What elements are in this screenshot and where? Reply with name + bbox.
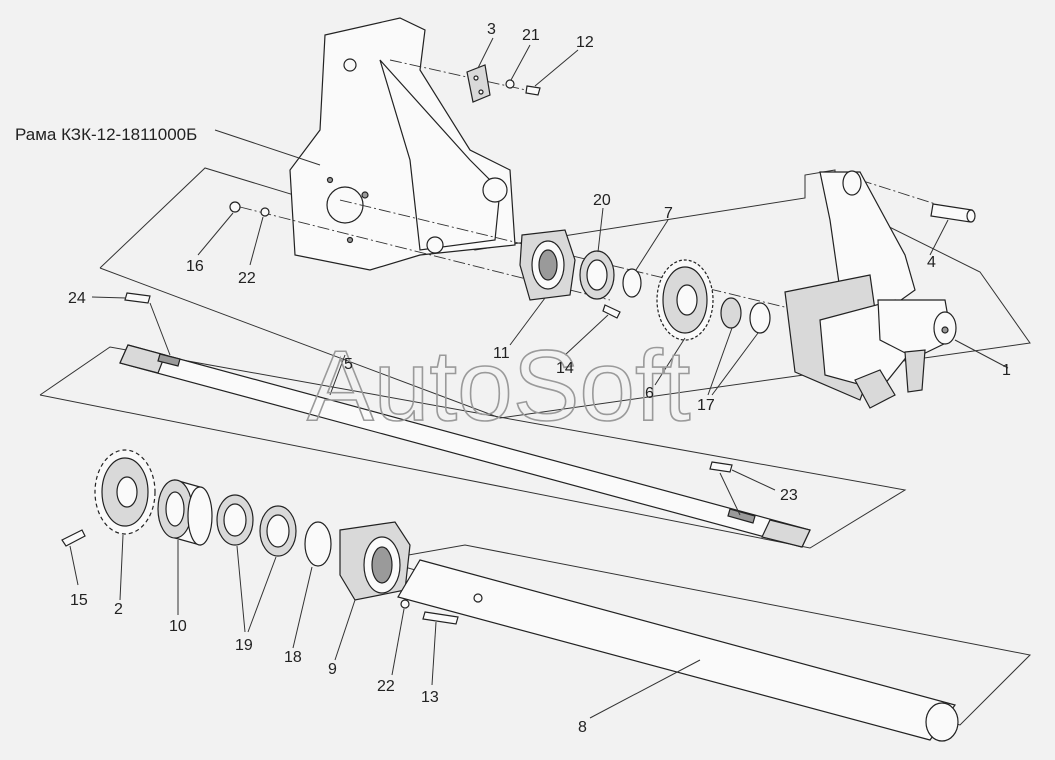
leader-18 <box>292 566 313 649</box>
callout-13: 13 <box>421 689 439 706</box>
leader-20 <box>597 207 604 253</box>
leader-16 <box>197 212 234 256</box>
sprocket-2 <box>94 449 156 535</box>
pin-14 <box>602 304 621 319</box>
callout-23: 23 <box>780 487 798 504</box>
leader-5 <box>329 354 346 396</box>
leader-2 <box>119 534 124 601</box>
snap-ring-18 <box>304 521 332 567</box>
leader-14 <box>564 314 609 356</box>
leader-17b <box>711 332 759 396</box>
leader-1 <box>954 339 1009 369</box>
callout-20: 20 <box>593 192 611 209</box>
key-23 <box>709 461 733 473</box>
leader-22-upper <box>249 216 264 266</box>
leader-3 <box>477 37 494 69</box>
callout-22-lower: 22 <box>377 678 395 695</box>
bearing-housing-9 <box>339 521 411 601</box>
gear-6 <box>656 259 714 341</box>
pin-4 <box>930 203 976 223</box>
frame-bracket <box>289 17 516 271</box>
leader-15 <box>69 545 79 586</box>
callout-22-upper: 22 <box>238 270 256 287</box>
callout-7: 7 <box>664 205 673 222</box>
motor-unit-1 <box>784 170 957 409</box>
callout-21: 21 <box>522 27 540 44</box>
nut-17 <box>720 297 742 329</box>
leader-23a <box>731 469 776 491</box>
leader-17a <box>707 327 733 396</box>
leader-23b <box>719 472 741 516</box>
sleeve-10 <box>157 479 213 546</box>
leader-12 <box>534 49 579 87</box>
callout-11: 11 <box>493 345 510 362</box>
bolt-12 <box>525 85 541 96</box>
callout-24: 24 <box>68 290 86 307</box>
nut-16 <box>229 201 241 213</box>
axis-shaft-upper <box>239 206 611 301</box>
flange-11 <box>519 229 576 301</box>
bearing-20 <box>579 250 615 300</box>
retaining-ring-7 <box>622 268 642 298</box>
callout-6: 6 <box>645 385 654 402</box>
washer-21 <box>505 79 515 89</box>
leader-4 <box>929 219 949 256</box>
washer-17 <box>749 302 771 334</box>
callout-3: 3 <box>487 21 496 38</box>
callout-18: 18 <box>284 649 302 666</box>
shaft-5 <box>119 344 811 548</box>
leader-19a <box>236 545 246 633</box>
callout-17: 17 <box>697 397 715 414</box>
tube-assembly-outline <box>379 544 1032 726</box>
callout-10: 10 <box>169 618 187 635</box>
plate-3 <box>466 64 491 103</box>
leader-6 <box>654 337 686 386</box>
watermark: AutoSoft <box>307 330 691 442</box>
leader-7 <box>635 219 669 271</box>
callout-4: 4 <box>927 254 936 271</box>
callout-5: 5 <box>344 356 353 373</box>
leader-22-lower <box>391 608 405 676</box>
bolt-13 <box>422 611 459 625</box>
key-24 <box>124 292 151 304</box>
bearing-19a <box>216 494 254 546</box>
callout-1: 1 <box>1002 362 1011 379</box>
lower-assembly-outline <box>39 346 907 549</box>
tube-8 <box>397 559 959 742</box>
leader-19b <box>247 556 277 633</box>
callout-16: 16 <box>186 258 204 275</box>
frame-label: Рама КЗК-12-1811000Б <box>15 125 197 144</box>
leader-9 <box>334 599 356 661</box>
callout-14: 14 <box>556 360 574 377</box>
leader-11 <box>509 297 546 346</box>
leader-8 <box>589 659 701 719</box>
callout-19: 19 <box>235 637 253 654</box>
callout-9: 9 <box>328 661 337 678</box>
leader-24b <box>149 302 171 356</box>
callout-8: 8 <box>578 719 587 736</box>
callout-2: 2 <box>114 601 123 618</box>
leader-21 <box>510 44 531 81</box>
bearing-19b <box>259 505 297 557</box>
leader-13 <box>431 621 437 686</box>
leader-24a <box>91 296 127 299</box>
washer-22-lower <box>400 599 410 609</box>
callout-12: 12 <box>576 34 594 51</box>
washer-22-upper <box>260 207 270 217</box>
frame-leader <box>214 129 321 166</box>
callout-15: 15 <box>70 592 88 609</box>
bolt-15 <box>61 529 86 547</box>
